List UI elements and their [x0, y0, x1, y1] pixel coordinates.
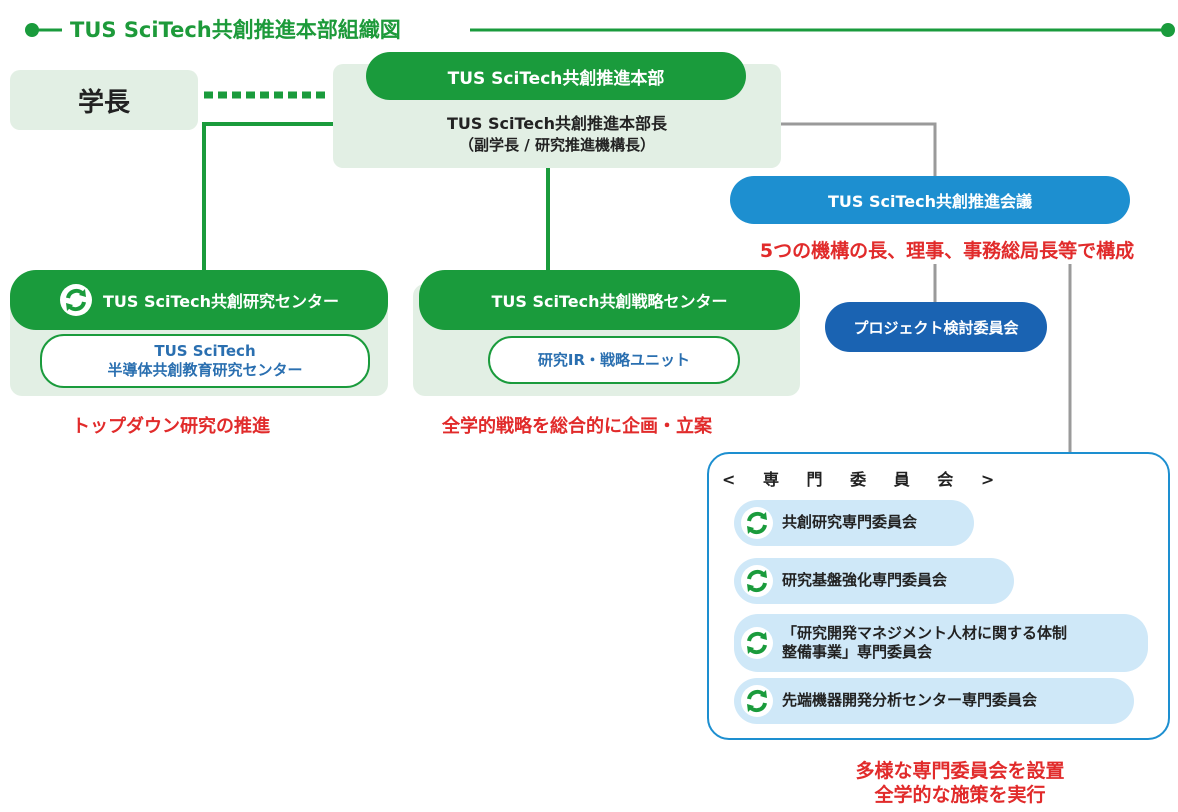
research-center-note: トップダウン研究の推進	[72, 416, 270, 437]
committee-label: 研究基盤強化専門委員会	[782, 571, 948, 590]
semiconductor-center-line2: 半導体共創教育研究センター	[107, 361, 303, 379]
semiconductor-center-line1: TUS SciTech	[154, 342, 256, 361]
council-note: 5つの機構の長、理事、事務総局長等で構成	[759, 240, 1135, 262]
title-dot-right	[1161, 23, 1175, 37]
committees-header: < 専 門 委 員 会 >	[722, 470, 1006, 489]
committee-label: 共創研究専門委員会	[782, 513, 918, 532]
committee-item: 共創研究専門委員会	[734, 500, 974, 546]
committees-note-line1: 多様な専門委員会を設置	[855, 760, 1065, 782]
headquarters-name: TUS SciTech共創推進本部	[366, 52, 746, 100]
research-center-header: TUS SciTech共創研究センター	[10, 270, 388, 330]
headquarters-director: TUS SciTech共創推進本部長	[446, 114, 667, 133]
project-committee-box: プロジェクト検討委員会	[825, 302, 1047, 352]
committee-label-line1: 「研究開発マネジメント人材に関する体制	[782, 623, 1068, 642]
cycle-icon	[741, 507, 773, 539]
semiconductor-center-box: TUS SciTech 半導体共創教育研究センター	[40, 334, 370, 388]
council-box: TUS SciTech共創推進会議	[730, 176, 1130, 224]
cycle-icon	[741, 685, 773, 717]
strategy-center-header: TUS SciTech共創戦略センター	[419, 270, 800, 330]
cycle-icon	[741, 565, 773, 597]
committees-note: 多様な専門委員会を設置 全学的な施策を実行	[780, 760, 1140, 808]
committees-note-line2: 全学的な施策を実行	[874, 783, 1046, 806]
headquarters-director-role: （副学長 / 研究推進機構長）	[459, 136, 655, 154]
link-research-center	[202, 122, 333, 272]
committee-label: 「研究開発マネジメント人材に関する体制 整備事業」専門委員会	[782, 624, 1067, 663]
committee-item: 研究基盤強化専門委員会	[734, 558, 1014, 604]
president-box: 学長	[10, 70, 198, 130]
title-dot-left	[25, 23, 39, 37]
link-council	[781, 122, 937, 178]
committee-label-line2: 整備事業」専門委員会	[782, 643, 933, 661]
committee-item: 「研究開発マネジメント人材に関する体制 整備事業」専門委員会	[734, 614, 1148, 672]
cycle-icon	[59, 284, 92, 316]
ir-strategy-unit-box: 研究IR・戦略ユニット	[488, 336, 740, 384]
cycle-icon	[741, 627, 773, 659]
strategy-center-note: 全学的戦略を総合的に企画・立案	[442, 416, 712, 437]
committee-item: 先端機器開発分析センター専門委員会	[734, 678, 1134, 724]
committee-label: 先端機器開発分析センター専門委員会	[782, 691, 1038, 710]
research-center-name: TUS SciTech共創研究センター	[102, 292, 339, 311]
chart-title: TUS SciTech共創推進本部組織図	[70, 18, 401, 42]
